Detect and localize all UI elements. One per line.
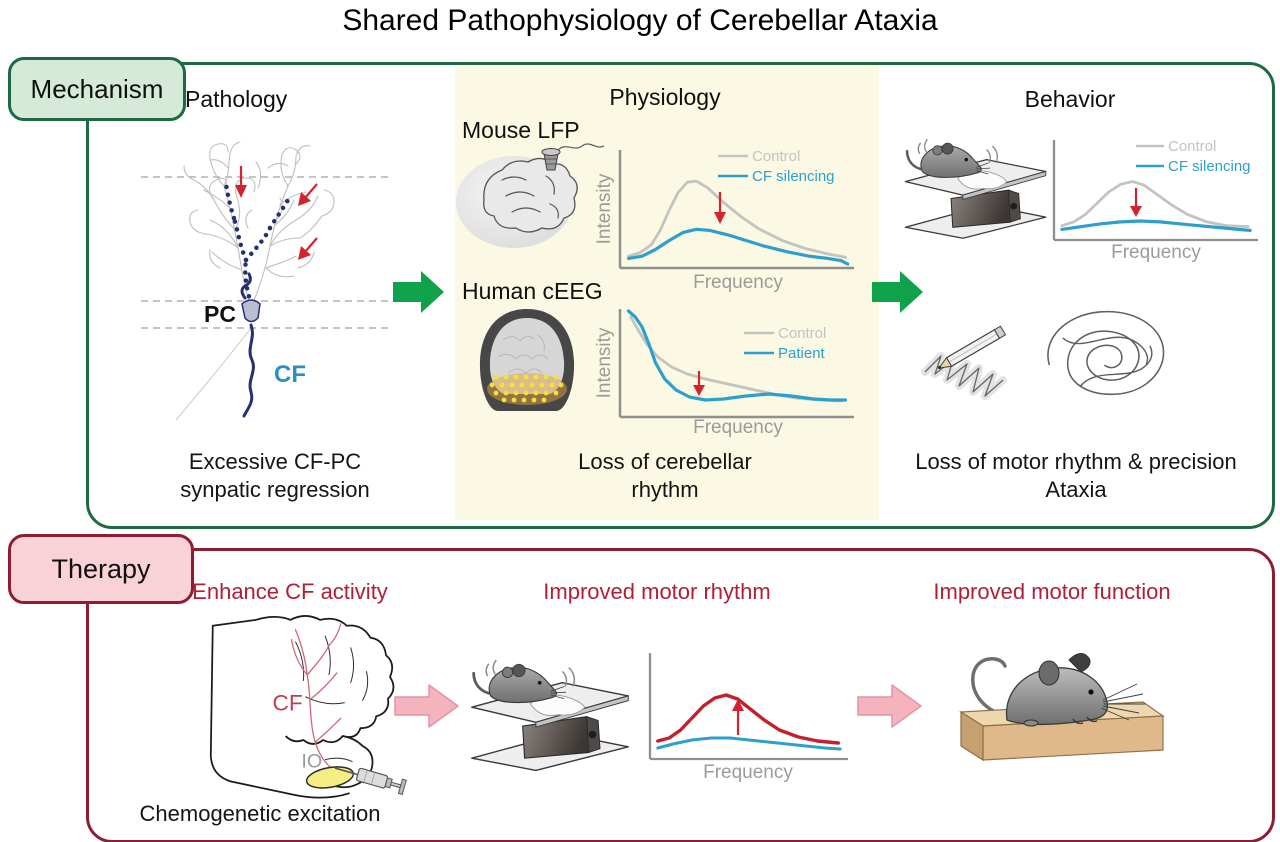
pathology-caption: Excessive CF-PC synpatic regression <box>130 448 420 504</box>
syringe-icon <box>334 767 407 796</box>
flow-arrow-green-1 <box>393 271 444 313</box>
regression-arrows <box>235 166 318 260</box>
legend-control: Control <box>1168 138 1216 155</box>
x-axis-label: Frequency <box>693 272 783 293</box>
improved-rhythm-heading: Improved motor rhythm <box>543 579 771 604</box>
y-axis-label: Intensity <box>594 173 615 244</box>
improved-function-heading: Improved motor function <box>933 579 1171 604</box>
physiology-heading: Physiology <box>609 84 721 110</box>
physiology-background <box>455 66 879 520</box>
cf-silencing-curve <box>1060 219 1252 233</box>
dendritic-tree <box>183 141 335 309</box>
eeg-electrode-dots <box>489 374 564 403</box>
decrease-arrow <box>714 192 726 224</box>
cf-silencing-curve <box>626 227 850 266</box>
flow-arrow-green-2 <box>872 271 923 313</box>
io-label: IO <box>301 751 322 773</box>
climbing-fiber-red <box>290 623 354 779</box>
decrease-arrow <box>1130 188 1142 217</box>
climbing-fiber-dots <box>223 181 291 307</box>
therapy-panel <box>86 548 1275 842</box>
behavior-caption-line2: Ataxia <box>1045 477 1107 503</box>
legend: Control CF silencing <box>1136 138 1251 175</box>
purkinje-cell-illustration: PC CF <box>141 141 390 421</box>
chemogenetic-caption: Chemogenetic excitation <box>139 801 381 826</box>
climbing-fiber-soma-wrap <box>240 272 252 300</box>
human-head-eeg-icon <box>479 309 575 411</box>
legend-cf-silencing: CF silencing <box>752 168 835 185</box>
mouse-tail <box>971 657 1011 718</box>
cerebellar-eeg-glow <box>487 373 567 405</box>
y-axis-label: Intensity <box>594 327 615 398</box>
mouse-eye <box>1088 689 1094 695</box>
mouse-cerebellum-electrode-icon <box>456 143 605 248</box>
legend-control: Control <box>778 325 826 342</box>
legend-cf-silencing: CF silencing <box>1168 158 1251 175</box>
granule-axon <box>175 327 252 421</box>
pc-label: PC <box>204 301 236 327</box>
pathology-caption-line1: Excessive CF-PC <box>188 449 362 474</box>
enhance-cf-heading: Enhance CF activity <box>192 579 388 604</box>
legend: Control Patient <box>744 325 826 362</box>
baseline-blue-curve <box>656 736 842 751</box>
x-axis-label: Frequency <box>1111 242 1201 263</box>
human-ceeg-label: Human cEEG <box>462 278 603 304</box>
control-curve <box>1060 180 1250 228</box>
flow-arrow-pink-2 <box>857 684 922 728</box>
whiskers <box>1100 683 1145 721</box>
physiology-caption-line1: Loss of cerebellar <box>578 449 752 474</box>
figure-title: Shared Pathophysiology of Cerebellar Ata… <box>342 4 938 37</box>
physiology-caption: Loss of cerebellar rhythm <box>455 448 875 504</box>
tremor-platform-mouse-icon-therapy <box>470 658 630 772</box>
behavior-caption-line1: Loss of motor rhythm & precision <box>915 449 1237 474</box>
therapy-label: Therapy <box>8 534 194 604</box>
electrode-screw-icon <box>541 143 605 171</box>
beam-end <box>960 710 984 762</box>
legend-patient: Patient <box>778 345 826 362</box>
therapy-tremor-chart: Frequency <box>648 653 848 783</box>
mechanism-label: Mechanism <box>8 57 186 121</box>
pathology-heading: Pathology <box>185 86 288 112</box>
flow-arrow-pink-1 <box>394 684 459 728</box>
x-axis-label: Frequency <box>693 417 783 438</box>
cerebellum-io-injection-icon: CF IO <box>209 615 407 799</box>
mouse-on-beam-icon <box>959 653 1165 762</box>
mouse-lfp-chart: Intensity Frequency Control CF silencing <box>594 148 854 293</box>
control-curve <box>627 179 847 259</box>
ataxic-scribble-icon <box>1047 310 1165 396</box>
human-ceeg-chart: Intensity Frequency Control Patient <box>594 309 854 438</box>
enhanced-red-curve <box>656 693 841 745</box>
mouse-ear-left <box>1038 660 1060 686</box>
behavior-tremor-chart: Frequency Control CF silencing <box>1052 138 1258 263</box>
tremor-platform-mouse-icon <box>904 138 1048 240</box>
increase-arrow <box>732 699 744 735</box>
cf-label-therapy: CF <box>272 690 302 715</box>
x-axis-label: Frequency <box>703 762 793 783</box>
patient-curve <box>626 309 848 402</box>
mouse-paws <box>1072 716 1098 725</box>
mechanism-panel <box>86 62 1275 529</box>
decrease-arrow <box>693 371 705 396</box>
pathology-caption-line2: synpatic regression <box>180 477 370 503</box>
behavior-heading: Behavior <box>1024 86 1116 112</box>
cf-label: CF <box>274 361 306 388</box>
hand-drawing-pencil-icon <box>921 325 1007 400</box>
climbing-fiber-axon <box>242 323 255 418</box>
behavior-caption: Loss of motor rhythm & precision Ataxia <box>880 448 1272 504</box>
pencil-icon <box>937 325 1007 370</box>
legend: Control CF silencing <box>718 148 835 185</box>
physiology-caption-line2: rhythm <box>631 477 699 503</box>
mouse-lfp-label: Mouse LFP <box>462 117 580 143</box>
legend-control: Control <box>752 148 800 165</box>
purkinje-soma <box>241 299 261 323</box>
mouse-ear-right <box>1068 653 1091 673</box>
cortical-layer-dashed-lines <box>141 176 390 329</box>
mouse-body <box>1005 667 1109 726</box>
